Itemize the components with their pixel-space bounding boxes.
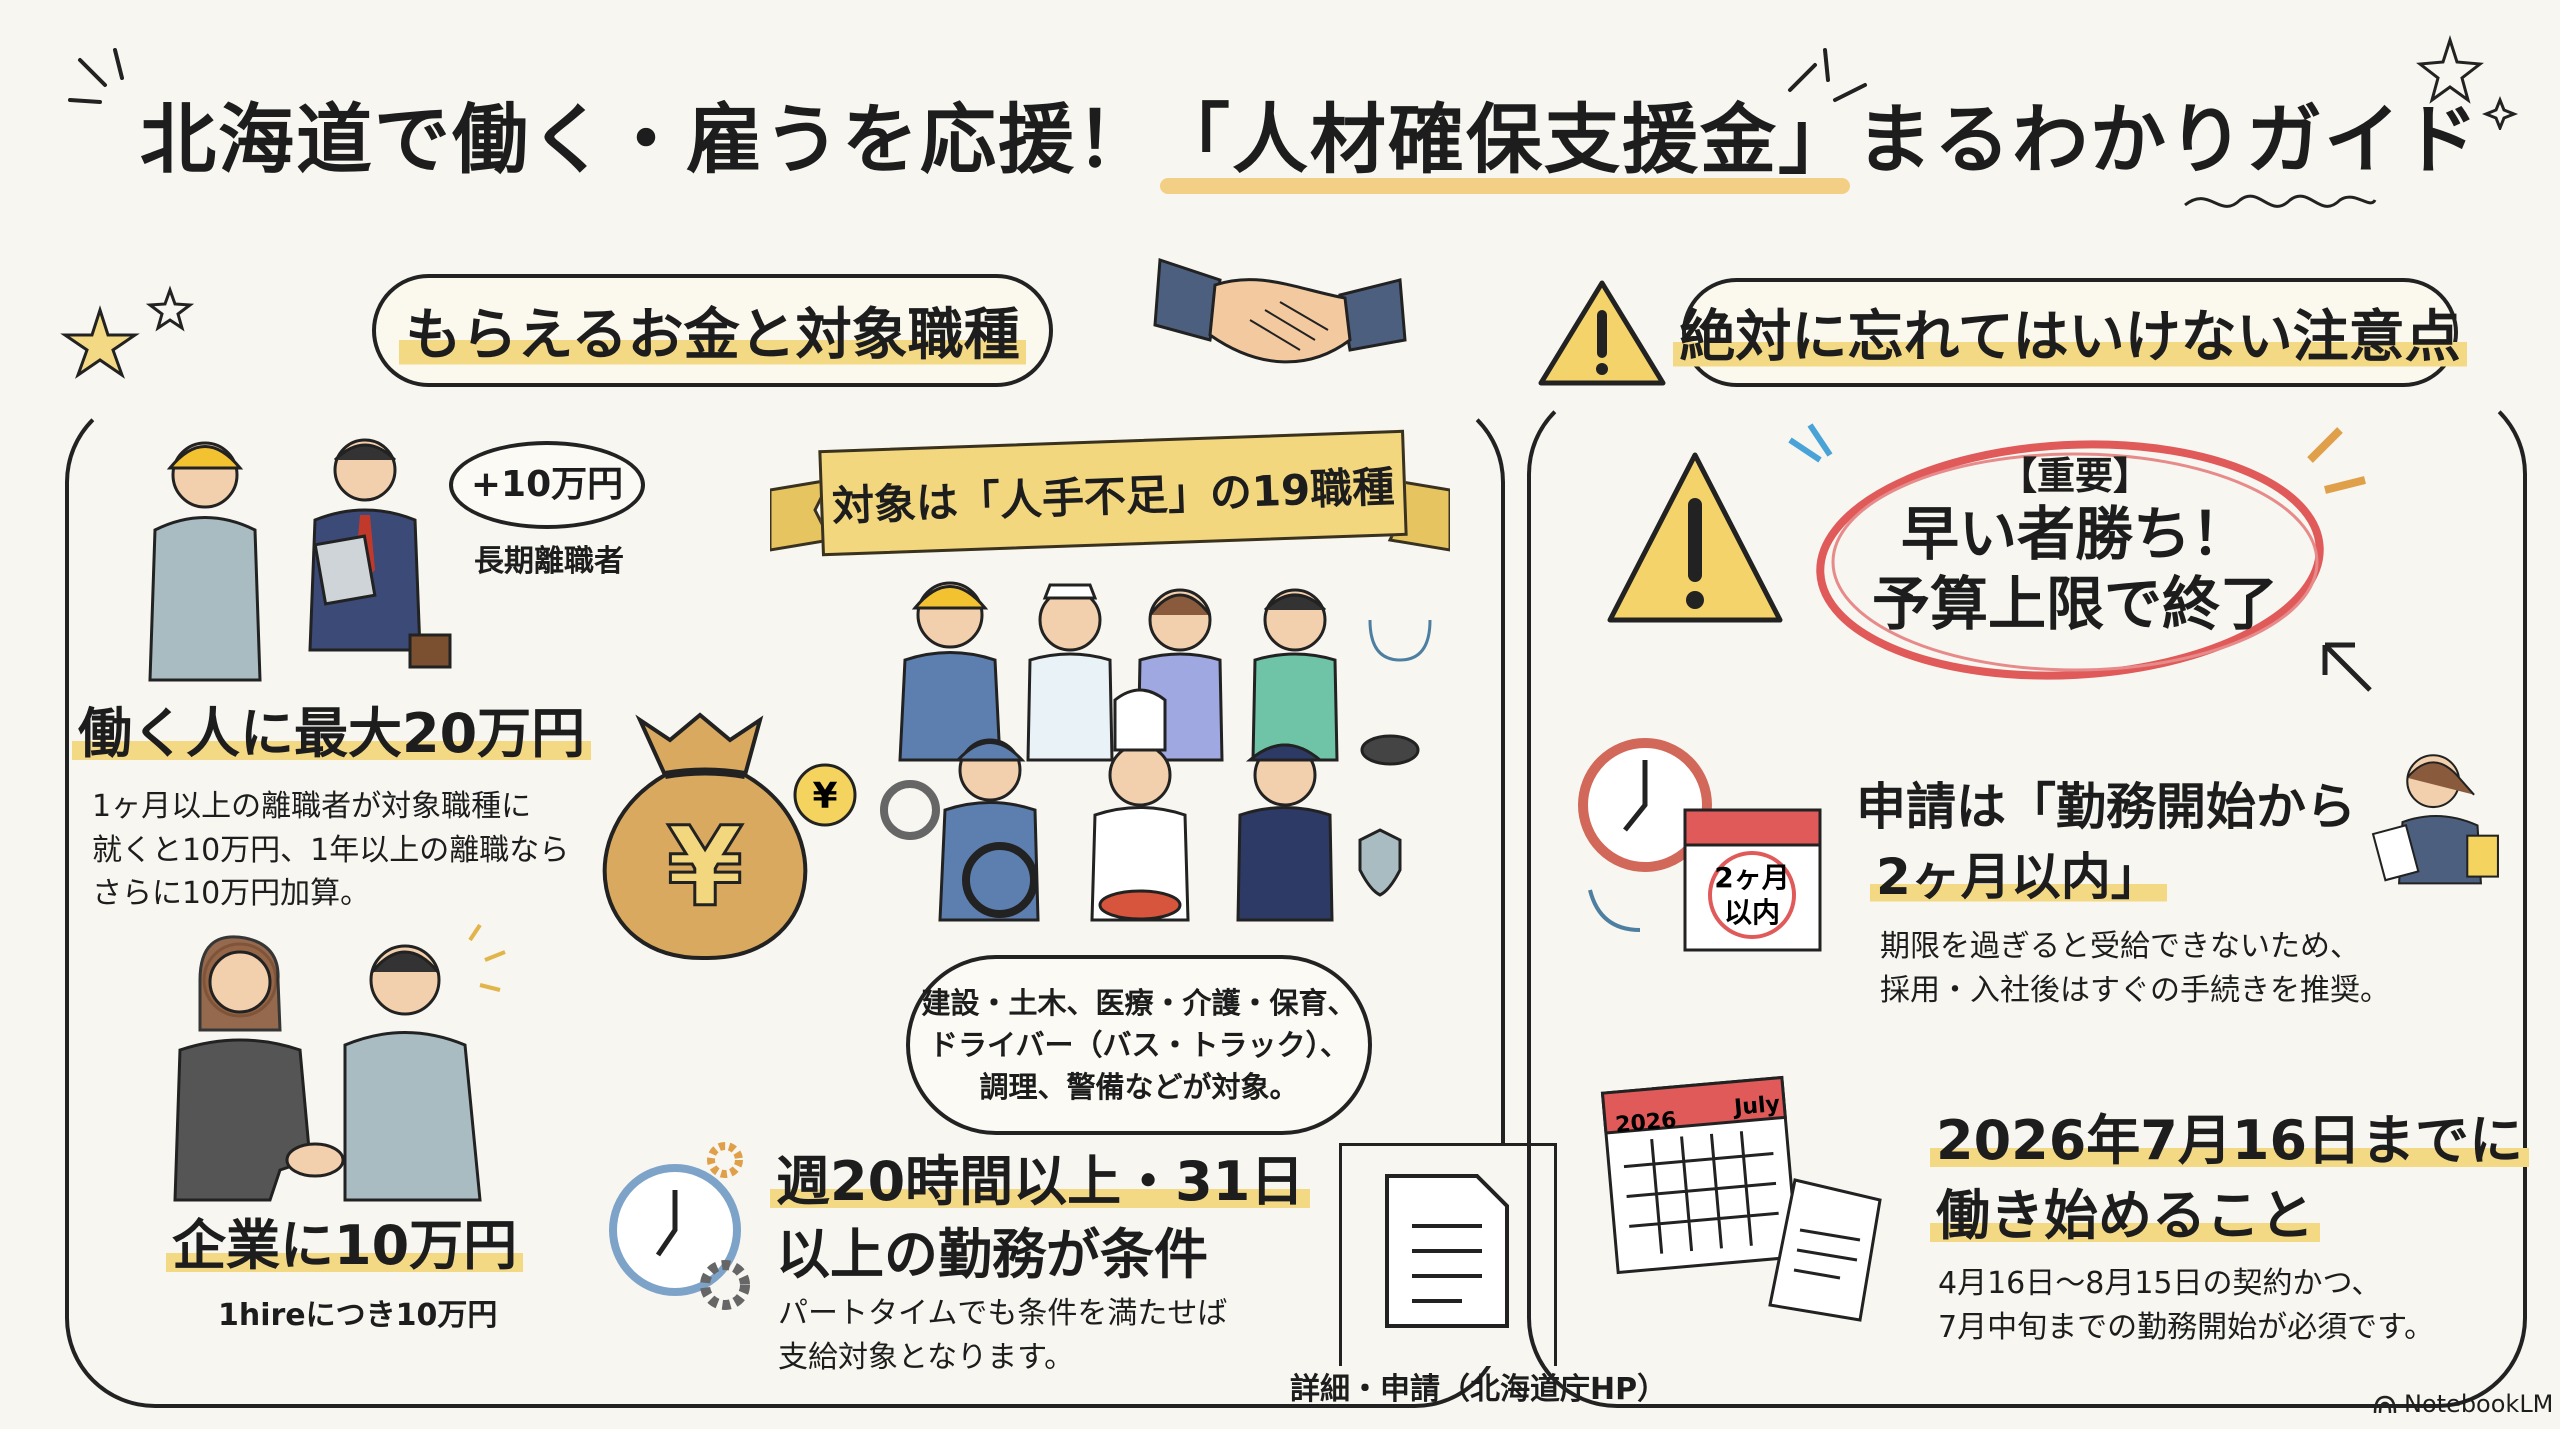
clock-gears-icon: [609, 1142, 750, 1310]
deadline-description: 期限を過ぎると受給できないため、 採用・入社後はすぐの手続きを推奨。: [1880, 925, 2390, 1012]
worker-desc-line: 就くと10万円、1年以上の離職なら: [92, 832, 570, 868]
worried-woman-illustration: [2371, 754, 2499, 885]
handshake-icon: [1153, 257, 1407, 364]
condition-heading-line: 以上の勤務が条件: [776, 1222, 1208, 1286]
start-date-desc-line: 7月中旬までの勤務開始が必須です。: [1938, 1309, 2435, 1345]
deadline-heading: 申請は「勤務開始から 2ヶ月以内」: [1856, 772, 2356, 912]
condition-desc-line: 支給対象となります。: [778, 1339, 1075, 1375]
stars-icon: [60, 285, 195, 379]
condition-heading: 週20時間以上・31日 以上の勤務が条件: [770, 1146, 1311, 1292]
worker-description: 1ヶ月以上の離職者が対象職種に 就くと10万円、1年以上の離職なら さらに10万…: [92, 785, 569, 916]
warning-icon: [1607, 452, 1783, 623]
worker-and-businessman-illustration: [148, 438, 452, 682]
left-panel: [65, 392, 1505, 1408]
document-icon: [1385, 1174, 1509, 1328]
star-icon: [2416, 35, 2519, 130]
worker-desc-line: 1ヶ月以上の離職者が対象職種に: [92, 789, 532, 824]
employer-heading: 企業に10万円: [166, 1212, 524, 1280]
right-section-heading-text: 絶対に忘れてはいけない注意点: [1673, 292, 2467, 373]
occupation-workers-illustration: [880, 581, 1432, 922]
arrow-icon: [2322, 642, 2372, 692]
sparkle-lines-icon: [68, 48, 124, 104]
employer-heading-text: 企業に10万円: [166, 1214, 524, 1277]
left-section-heading: もらえるお金と対象職種: [372, 274, 1053, 387]
important-circle: [1788, 423, 2366, 680]
notebooklm-brand-text: NotebookLM: [2404, 1390, 2554, 1418]
important-line: 予算上限で終了: [1871, 569, 2278, 638]
right-panel: [1527, 384, 2527, 1408]
occupations-line: 調理、警備などが対象。: [979, 1070, 1299, 1105]
bonus-badge-caption: 長期離職者: [474, 544, 624, 579]
calendar-year: 2026: [1614, 1108, 1677, 1138]
sparkle-lines-icon: [1788, 48, 1867, 102]
deadline-desc-line: 採用・入社後はすぐの手続きを推奨。: [1880, 972, 2390, 1008]
title-underline: [1160, 178, 1850, 194]
page-title: 北海道で働く・雇うを応援！「人材確保支援金」まるわかりガイド: [140, 95, 2480, 184]
condition-desc-line: パートタイムでも条件を満たせば: [778, 1296, 1228, 1331]
occupations-line: ドライバー（バス・トラック）、: [929, 1027, 1349, 1062]
condition-description: パートタイムでも条件を満たせば 支給対象となります。: [778, 1292, 1227, 1379]
occupations-banner-text: 対象は「人手不足」の19職種: [831, 461, 1396, 531]
calendar-text: 2ヶ月: [1714, 861, 1789, 894]
deadline-heading-line: 2ヶ月以内」: [1870, 848, 2167, 906]
start-date-desc-line: 4月16日～8月15日の契約かつ、: [1938, 1266, 2382, 1301]
important-line: 早い者勝ち！: [1900, 500, 2249, 568]
notebooklm-logo-icon: [2373, 1395, 2397, 1414]
start-date-description: 4月16日～8月15日の契約かつ、 7月中旬までの勤務開始が必須です。: [1938, 1262, 2434, 1349]
start-date-heading-line: 働き始めること: [1930, 1183, 2320, 1247]
calendar-month: July: [1731, 1092, 1781, 1121]
warning-icon: [1538, 280, 1666, 386]
worker-desc-line: さらに10万円加算。: [92, 876, 371, 911]
deadline-heading-line: 申請は「勤務開始から: [1856, 778, 2356, 836]
start-date-heading: 2026年7月16日までに 働き始めること: [1930, 1104, 2530, 1253]
right-section-heading: 絶対に忘れてはいけない注意点: [1673, 278, 2467, 387]
occupations-banner: 対象は「人手不足」の19職種: [818, 429, 1408, 557]
occupations-line: 建設・土木、医療・介護・保育、: [921, 985, 1357, 1020]
notebooklm-brand: NotebookLM: [2372, 1390, 2553, 1418]
swirl-icon: [2184, 194, 2377, 208]
hp-link-box[interactable]: [1339, 1143, 1557, 1366]
bonus-badge: +10万円: [449, 441, 645, 529]
employer-handshake-illustration: [173, 923, 506, 1202]
condition-heading-line: 週20時間以上・31日: [770, 1150, 1311, 1213]
worker-heading-text: 働く人に最大20万円: [72, 702, 592, 765]
money-bag-icon: ¥ ¥: [602, 712, 857, 961]
yen-coin-icon: ¥: [812, 776, 837, 817]
calendar-contract-icon: 2026 July: [1600, 1075, 1882, 1322]
start-date-heading-line: 2026年7月16日までに: [1930, 1109, 2530, 1172]
clock-calendar-icon: 2ヶ月 以内: [1578, 738, 1822, 952]
bonus-badge-text: +10万円: [470, 463, 624, 505]
deadline-desc-line: 期限を過ぎると受給できないため、: [1880, 929, 2360, 964]
left-section-heading-text: もらえるお金と対象職種: [399, 290, 1026, 371]
important-notice: 【重要】 早い者勝ち！ 予算上限で終了: [1820, 445, 2330, 639]
employer-caption: 1hireにつき10万円: [218, 1298, 498, 1333]
yen-symbol: ¥: [667, 803, 744, 931]
important-label: 【重要】: [1998, 454, 2151, 498]
occupations-bubble: 建設・土木、医療・介護・保育、 ドライバー（バス・トラック）、 調理、警備などが…: [906, 955, 1372, 1135]
worker-heading: 働く人に最大20万円: [72, 700, 592, 768]
calendar-text: 以内: [1724, 896, 1780, 929]
